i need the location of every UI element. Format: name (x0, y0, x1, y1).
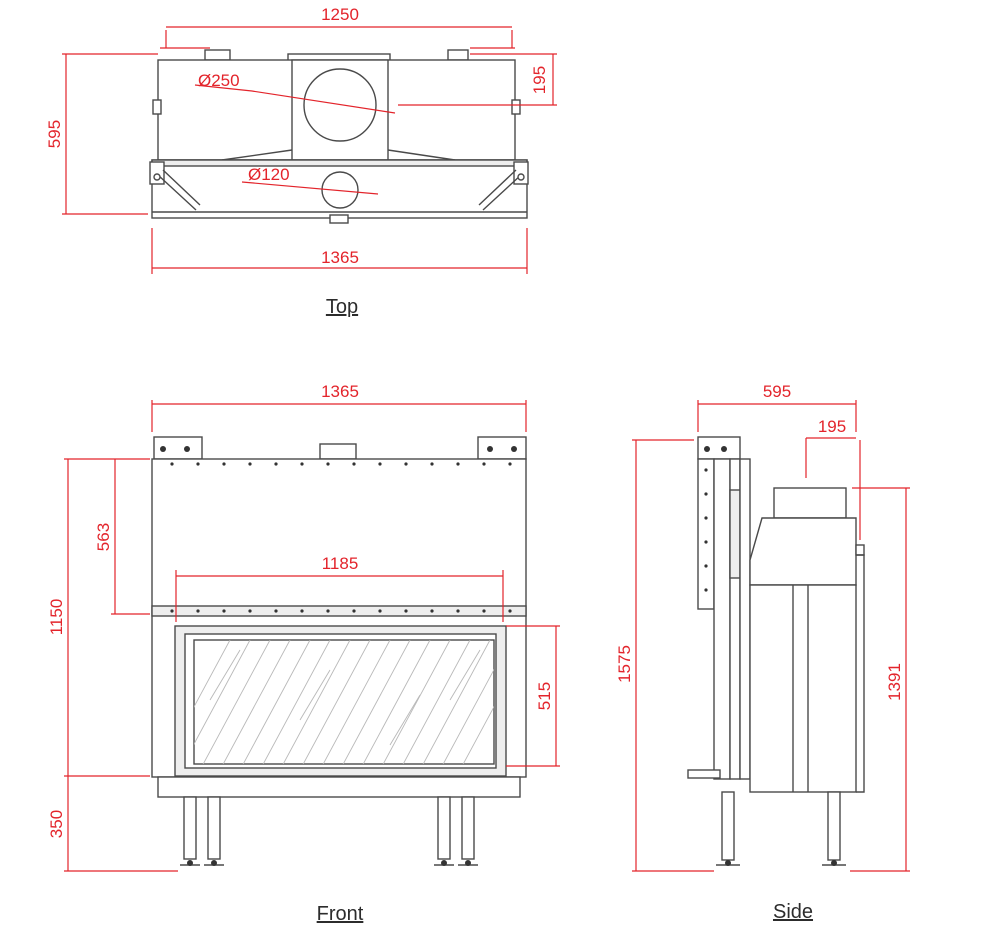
caption-side: Side (773, 901, 813, 923)
dim-total-height: 1575 (615, 645, 634, 683)
front-dimensions (64, 400, 560, 872)
dim-upper-height: 563 (94, 523, 113, 551)
side-view-body (687, 436, 865, 866)
glass-hatching (194, 640, 494, 764)
dim-top-width-inner: 1250 (321, 5, 359, 24)
front-view: 1365 1185 1150 563 515 350 Front (47, 382, 560, 925)
dim-side-flue-offset: 195 (818, 417, 846, 436)
dim-leg-height: 350 (47, 810, 66, 838)
caption-top: Top (326, 296, 358, 318)
dim-front-width: 1365 (321, 382, 359, 401)
dim-air-diameter: Ø120 (248, 165, 290, 184)
dim-glass-width: 1185 (322, 554, 359, 573)
side-dimensions (632, 400, 910, 872)
dim-flue-diameter: Ø250 (198, 71, 240, 90)
air-inlet-small (321, 171, 359, 209)
top-dimensions (62, 26, 557, 274)
rivet-row-middle (170, 609, 512, 613)
top-view: 1250 595 195 1365 Ø250 Ø120 Top (45, 5, 557, 318)
dim-side-depth: 595 (763, 382, 791, 401)
glass-door (174, 625, 507, 777)
dim-top-width-outer: 1365 (321, 248, 359, 267)
dim-body-height: 1150 (47, 599, 66, 636)
dim-top-depth: 595 (45, 120, 64, 148)
dim-glass-height: 515 (535, 682, 554, 710)
side-view: 595 195 1575 1391 Side (615, 382, 910, 923)
caption-front: Front (317, 903, 364, 925)
dim-flue-height: 1391 (885, 663, 904, 701)
dim-top-flue-offset: 195 (530, 66, 549, 94)
rivet-row-top (170, 462, 512, 466)
